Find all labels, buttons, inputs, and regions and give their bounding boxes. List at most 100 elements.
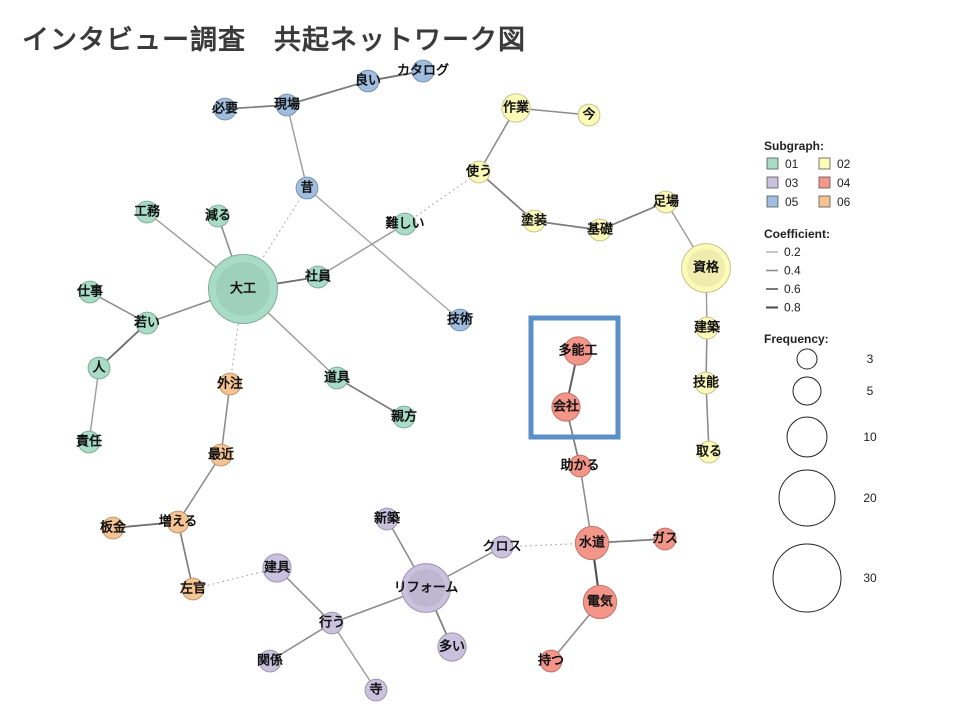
node-suidou: 水道 bbox=[574, 525, 610, 561]
node-circle bbox=[364, 678, 388, 702]
legend-subgraph-03: 03 bbox=[766, 176, 799, 190]
node-label: 足場 bbox=[653, 194, 679, 210]
node-label: 良い bbox=[355, 73, 381, 89]
node-label: 寺 bbox=[369, 682, 382, 698]
node-circle bbox=[320, 611, 344, 635]
node-kurosu: クロス bbox=[482, 535, 522, 559]
legend-subgraph-label: 04 bbox=[837, 176, 851, 190]
legend-swatch bbox=[818, 157, 831, 170]
legend-coefficient-0: 0.2 bbox=[766, 245, 801, 259]
node-ashiba: 足場 bbox=[653, 190, 679, 214]
node-hito: 人 bbox=[87, 356, 111, 380]
node-circle bbox=[209, 443, 233, 467]
node-circle bbox=[501, 93, 531, 123]
node-circle bbox=[437, 632, 467, 662]
edge-mukashi-gijutsu bbox=[306, 187, 461, 321]
edge-genba-mukashi bbox=[286, 104, 308, 189]
node-yoi: 良い bbox=[355, 69, 381, 93]
page-title: インタビュー調査 共起ネットワーク図 bbox=[22, 25, 526, 56]
node-sakan: 左官 bbox=[180, 577, 206, 601]
node-circle bbox=[262, 553, 292, 583]
legend-subgraph-06: 06 bbox=[818, 195, 851, 209]
legend-coefficient-label: 0.2 bbox=[784, 245, 801, 259]
legend-subgraph-label: 05 bbox=[785, 195, 799, 209]
edge-okonau-tera bbox=[331, 622, 377, 691]
legend-coefficient-label: 0.4 bbox=[784, 264, 801, 278]
node-circle bbox=[295, 176, 319, 200]
node-label: 外注 bbox=[216, 376, 243, 392]
legend-swatch bbox=[766, 176, 779, 189]
node-tategu: 建具 bbox=[262, 553, 292, 583]
legend-coefficient-label: 0.8 bbox=[784, 301, 801, 315]
legend-frequency-3: 3 bbox=[796, 348, 874, 370]
node-wakai: 若い bbox=[133, 311, 160, 335]
node-label: 社員 bbox=[304, 269, 331, 285]
node-label: 増える bbox=[159, 514, 198, 530]
node-label: 水道 bbox=[579, 535, 605, 551]
node-tsukau: 使う bbox=[465, 160, 492, 184]
edge-gaichu-saikin bbox=[220, 383, 231, 456]
node-tanoukou: 多能工 bbox=[558, 336, 598, 366]
node-circle bbox=[356, 69, 380, 93]
node-circle bbox=[393, 212, 417, 236]
node-label: 取る bbox=[696, 445, 722, 460]
node-sagyou: 作業 bbox=[501, 93, 531, 123]
node-circle bbox=[448, 308, 472, 332]
node-label: リフォーム bbox=[394, 581, 459, 596]
legend-subgraph-label: 06 bbox=[837, 195, 851, 209]
node-label: 若い bbox=[133, 315, 160, 331]
node-circle bbox=[101, 516, 125, 540]
node-label: 仕事 bbox=[76, 284, 103, 300]
legend-frequency-5: 5 bbox=[792, 376, 874, 406]
legend-frequency-label: 30 bbox=[863, 571, 877, 585]
legend-frequency-circle bbox=[786, 416, 828, 458]
node-label: 塗装 bbox=[521, 213, 547, 229]
node-label: 技能 bbox=[693, 375, 719, 391]
legend-subgraph-label: 01 bbox=[785, 157, 799, 171]
node-circle bbox=[411, 59, 435, 83]
node-tera: 寺 bbox=[364, 678, 388, 702]
legend-subgraph-02: 02 bbox=[818, 157, 851, 171]
legend-frequency-label: 3 bbox=[867, 352, 874, 366]
edge-yoi-genba bbox=[286, 80, 369, 106]
node-label: 資格 bbox=[693, 260, 720, 276]
legend-frequency-label: 20 bbox=[863, 491, 877, 505]
node-heru: 減る bbox=[205, 204, 231, 228]
legend-coefficient-3: 0.8 bbox=[766, 301, 801, 315]
node-circle bbox=[206, 204, 230, 228]
node-label: 最近 bbox=[208, 447, 234, 463]
node-circle bbox=[375, 507, 399, 531]
node-muzukashii: 難しい bbox=[385, 212, 425, 236]
node-label: 電気 bbox=[587, 594, 613, 610]
node-motsu: 持つ bbox=[538, 649, 564, 673]
node-circle bbox=[325, 366, 349, 390]
node-shain: 社員 bbox=[304, 265, 331, 289]
edge-fueru-sakan bbox=[177, 521, 194, 590]
node-circle bbox=[551, 392, 581, 422]
edge-tsukau-muzukashii bbox=[404, 171, 480, 225]
legend-subgraph-heading: Subgraph: bbox=[764, 139, 824, 153]
node-circle bbox=[258, 649, 282, 673]
legend-subgraph-01: 01 bbox=[766, 157, 799, 171]
node-circle bbox=[568, 454, 592, 478]
node-circle bbox=[577, 103, 601, 127]
node-circle bbox=[392, 405, 416, 429]
node-shinchiku: 新築 bbox=[374, 507, 401, 531]
node-kiso: 基礎 bbox=[586, 218, 614, 242]
node-gaichu: 外注 bbox=[216, 372, 243, 396]
legend-coefficient-1: 0.4 bbox=[766, 264, 801, 278]
node-circle bbox=[563, 336, 593, 366]
legend-subgraph-label: 03 bbox=[785, 176, 799, 190]
node-circle bbox=[654, 190, 678, 214]
node-circle bbox=[490, 535, 514, 559]
node-label: ガス bbox=[652, 532, 678, 547]
node-circle bbox=[467, 160, 491, 184]
node-circle bbox=[218, 372, 242, 396]
node-shikaku: 資格 bbox=[681, 243, 731, 293]
node-label: 関係 bbox=[257, 653, 283, 669]
node-circle bbox=[522, 209, 546, 233]
node-genba: 現場 bbox=[274, 93, 300, 117]
